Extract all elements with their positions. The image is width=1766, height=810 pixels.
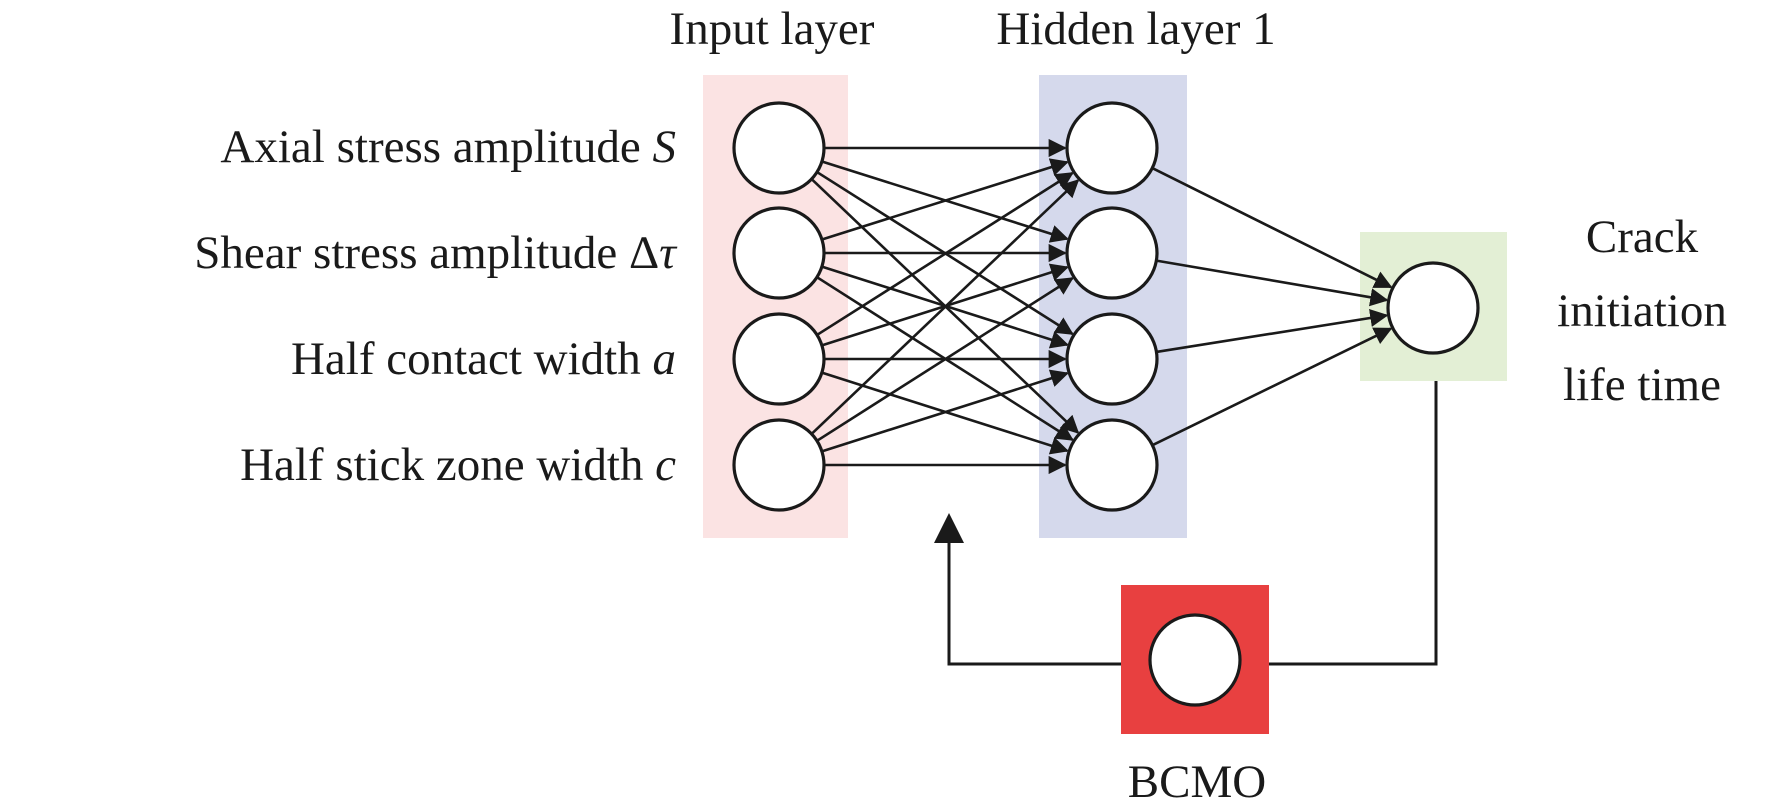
input-label-half-stick-zone-width: Half stick zone width c xyxy=(240,439,676,491)
edge-hidden-4-to-output xyxy=(1151,327,1393,447)
feedback-line-optimizer-to-network xyxy=(934,513,1121,666)
connection-edges xyxy=(810,138,1393,475)
input-label-half-contact-width: Half contact width a xyxy=(291,333,676,385)
edge-input-3-to-hidden-1 xyxy=(816,172,1074,337)
hidden-node-2 xyxy=(1065,206,1159,300)
edge-hidden-2-to-output xyxy=(1156,259,1389,307)
edge-input-4-to-hidden-3 xyxy=(821,369,1069,453)
input-layer-header: Input layer xyxy=(670,3,875,55)
input-node-1 xyxy=(732,101,826,195)
input-node-4 xyxy=(732,418,826,512)
edge-input-4-to-hidden-2 xyxy=(816,277,1074,442)
feedback-line-output-to-optimizer xyxy=(1269,381,1438,666)
output-label-line-1: Crack xyxy=(1586,211,1699,263)
hidden-node-1 xyxy=(1065,101,1159,195)
edge-input-4-to-hidden-1 xyxy=(810,179,1080,435)
hidden-node-4 xyxy=(1065,418,1159,512)
optimizer-node xyxy=(1148,613,1242,707)
edge-input-2-to-hidden-1 xyxy=(821,158,1069,241)
input-node-2 xyxy=(732,206,826,300)
input-node-3 xyxy=(732,312,826,406)
input-label-shear-stress: Shear stress amplitude Δτ xyxy=(194,227,678,279)
output-label-line-3: life time xyxy=(1563,359,1721,411)
edge-hidden-3-to-output xyxy=(1156,308,1389,354)
input-label-axial-stress: Axial stress amplitude S xyxy=(220,121,676,173)
output-node xyxy=(1386,261,1480,355)
edge-hidden-1-to-output xyxy=(1151,166,1393,289)
output-label-line-2: initiation xyxy=(1557,285,1727,337)
hidden-layer-header: Hidden layer 1 xyxy=(996,3,1275,55)
optimizer-label: BCMO xyxy=(1128,756,1266,808)
hidden-node-3 xyxy=(1065,312,1159,406)
